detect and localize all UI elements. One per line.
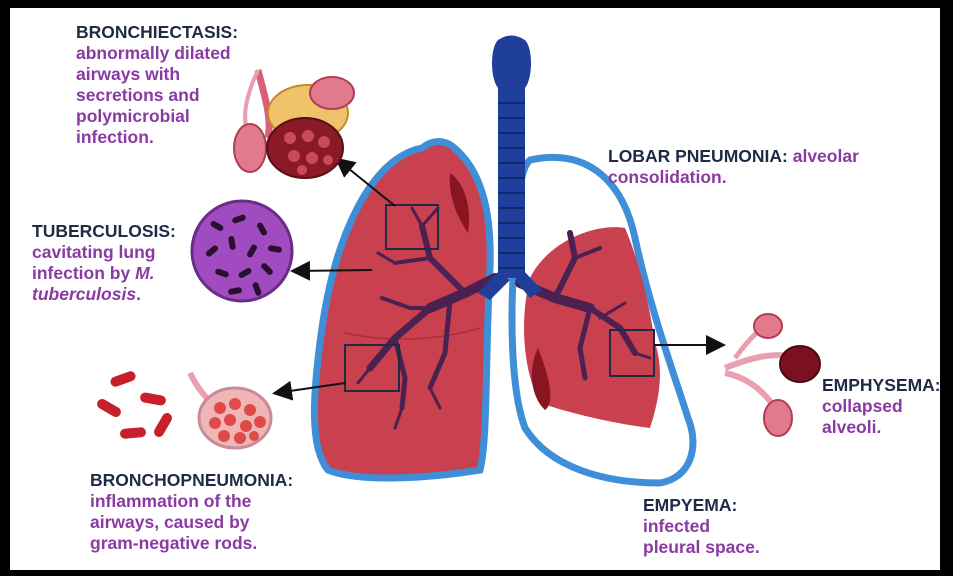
emphysema-desc-line: collapsed [822,396,941,417]
left-lung [512,157,693,483]
emphysema-desc-line: alveoli. [822,417,941,438]
emphysema-title: EMPHYSEMA: [822,375,941,396]
bronchiectasis-label: BRONCHIECTASIS: abnormally dilated airwa… [76,22,238,148]
bronchiectasis-alveoli-icon [234,70,354,178]
bronchiectasis-desc-line: polymicrobial [76,106,238,127]
bronchiectasis-title: BRONCHIECTASIS: [76,22,238,43]
empyema-desc-line: pleural space. [643,537,760,558]
right-lung [314,142,495,478]
empyema-label: EMPYEMA: infected pleural space. [643,495,760,558]
bronchopneumonia-desc-line: gram-negative rods. [90,533,293,554]
empyema-desc-line: infected [643,516,760,537]
diagram-panel: BRONCHIECTASIS: abnormally dilated airwa… [10,8,940,570]
tuberculosis-desc-line: cavitating lung [32,242,176,263]
bronchiectasis-desc-line: infection. [76,127,238,148]
tuberculosis-desc-line: infection by M. [32,263,176,284]
tuberculosis-genus: M. [135,263,154,283]
bacteria-icon [95,370,174,439]
emphysema-alveoli-icon [725,314,820,436]
bronchopneumonia-desc-line: inflammation of the [90,491,293,512]
bronchiectasis-desc-line: secretions and [76,85,238,106]
tuberculosis-title: TUBERCULOSIS: [32,221,176,242]
arrow-tuberculosis [294,270,372,271]
lobar-pneumonia-desc-line: consolidation. [608,167,859,188]
bronchopneumonia-label: BRONCHOPNEUMONIA: inflammation of the ai… [90,470,293,554]
lobar-pneumonia-desc: alveolar [788,146,859,166]
bronchiectasis-desc-line: airways with [76,64,238,85]
tuberculosis-species: tuberculosis [32,284,136,304]
lobar-pneumonia-label: LOBAR PNEUMONIA: alveolar consolidation. [608,146,859,188]
tuberculosis-cell-icon [192,201,292,301]
bronchopneumonia-title: BRONCHOPNEUMONIA: [90,470,293,491]
tuberculosis-label: TUBERCULOSIS: cavitating lung infection … [32,221,176,305]
lobar-pneumonia-title: LOBAR PNEUMONIA: [608,146,788,166]
bronchiectasis-desc-line: abnormally dilated [76,43,238,64]
bronchopneumonia-desc-line: airways, caused by [90,512,293,533]
empyema-title: EMPYEMA: [643,495,760,516]
tuberculosis-desc-text: infection by [32,263,135,283]
emphysema-label: EMPHYSEMA: collapsed alveoli. [822,375,941,438]
tuberculosis-desc-text: . [136,284,141,304]
bronchopneumonia-alveoli-icon [190,373,271,448]
tuberculosis-desc-line: tuberculosis. [32,284,176,305]
lobar-pneumonia-title-line: LOBAR PNEUMONIA: alveolar [608,146,859,167]
